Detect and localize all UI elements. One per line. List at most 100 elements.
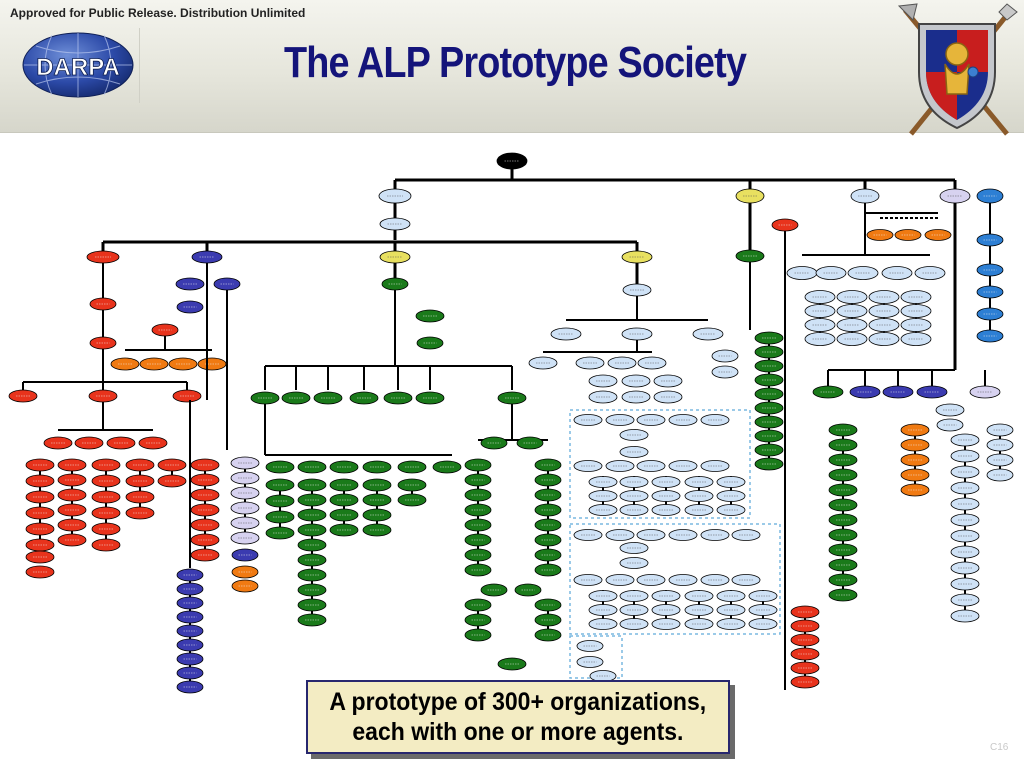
org-node — [636, 529, 666, 541]
org-node — [735, 188, 765, 204]
org-node — [362, 508, 392, 522]
org-node — [716, 490, 746, 502]
org-node — [754, 331, 784, 345]
org-node — [573, 574, 603, 586]
org-node — [651, 490, 681, 502]
org-node — [716, 590, 746, 602]
org-node — [230, 531, 260, 545]
org-node — [828, 498, 858, 512]
org-node — [432, 460, 462, 474]
org-node — [950, 609, 980, 623]
org-node — [700, 529, 730, 541]
org-node — [605, 414, 635, 426]
org-node — [297, 553, 327, 567]
org-node — [397, 460, 427, 474]
org-node — [748, 604, 778, 616]
org-node — [157, 474, 187, 488]
org-node — [157, 458, 187, 472]
org-node — [668, 414, 698, 426]
org-node — [197, 357, 227, 371]
org-node — [25, 458, 55, 472]
org-node — [605, 574, 635, 586]
org-node — [528, 356, 558, 370]
org-group-border — [569, 409, 751, 519]
org-node — [297, 583, 327, 597]
org-node — [575, 356, 605, 370]
org-node — [281, 391, 311, 405]
org-node — [621, 374, 651, 388]
org-node — [790, 675, 820, 689]
org-node — [605, 529, 635, 541]
org-node — [297, 598, 327, 612]
org-node — [88, 389, 118, 403]
org-node — [754, 429, 784, 443]
org-node — [25, 474, 55, 488]
org-node — [668, 529, 698, 541]
org-node — [684, 504, 714, 516]
org-node — [25, 565, 55, 579]
org-node — [828, 528, 858, 542]
org-node — [43, 436, 73, 450]
org-node — [950, 481, 980, 495]
org-node — [900, 468, 930, 482]
org-node — [397, 493, 427, 507]
org-node — [57, 458, 87, 472]
org-node — [362, 460, 392, 474]
org-node — [588, 618, 618, 630]
org-node — [716, 604, 746, 616]
org-node — [297, 523, 327, 537]
org-node — [74, 436, 104, 450]
page-title: The ALP Prototype Society — [283, 38, 747, 87]
org-node — [748, 590, 778, 602]
org-node — [651, 604, 681, 616]
org-node — [168, 357, 198, 371]
org-node — [230, 501, 260, 515]
org-node — [637, 356, 667, 370]
org-node — [125, 474, 155, 488]
org-node — [91, 506, 121, 520]
org-node — [362, 493, 392, 507]
org-node — [190, 533, 220, 547]
org-node — [297, 478, 327, 492]
org-node — [588, 374, 618, 388]
logo-divider — [139, 28, 140, 103]
org-node — [297, 538, 327, 552]
darpa-logo-text: DARPA — [36, 54, 120, 81]
org-node — [619, 557, 649, 569]
org-node — [828, 588, 858, 602]
org-node — [588, 476, 618, 488]
org-node — [265, 478, 295, 492]
org-node — [25, 522, 55, 536]
org-node — [573, 414, 603, 426]
org-node — [950, 529, 980, 543]
org-node — [230, 486, 260, 500]
org-node — [668, 460, 698, 472]
org-node — [588, 604, 618, 616]
org-node — [297, 508, 327, 522]
org-node — [588, 590, 618, 602]
org-node — [754, 415, 784, 429]
org-node — [790, 633, 820, 647]
org-node — [790, 605, 820, 619]
org-node — [230, 471, 260, 485]
org-node — [190, 458, 220, 472]
org-node — [297, 460, 327, 474]
org-node — [748, 618, 778, 630]
org-node — [57, 488, 87, 502]
org-node — [190, 473, 220, 487]
org-node — [619, 429, 649, 441]
org-node — [329, 460, 359, 474]
org-node — [828, 558, 858, 572]
org-node — [415, 309, 445, 323]
org-node — [684, 476, 714, 488]
org-node — [950, 497, 980, 511]
org-node — [636, 574, 666, 586]
org-node — [668, 574, 698, 586]
org-node — [125, 490, 155, 504]
org-node — [57, 473, 87, 487]
org-node — [57, 503, 87, 517]
org-node — [754, 345, 784, 359]
org-node — [349, 391, 379, 405]
org-node — [265, 494, 295, 508]
org-node — [900, 483, 930, 497]
